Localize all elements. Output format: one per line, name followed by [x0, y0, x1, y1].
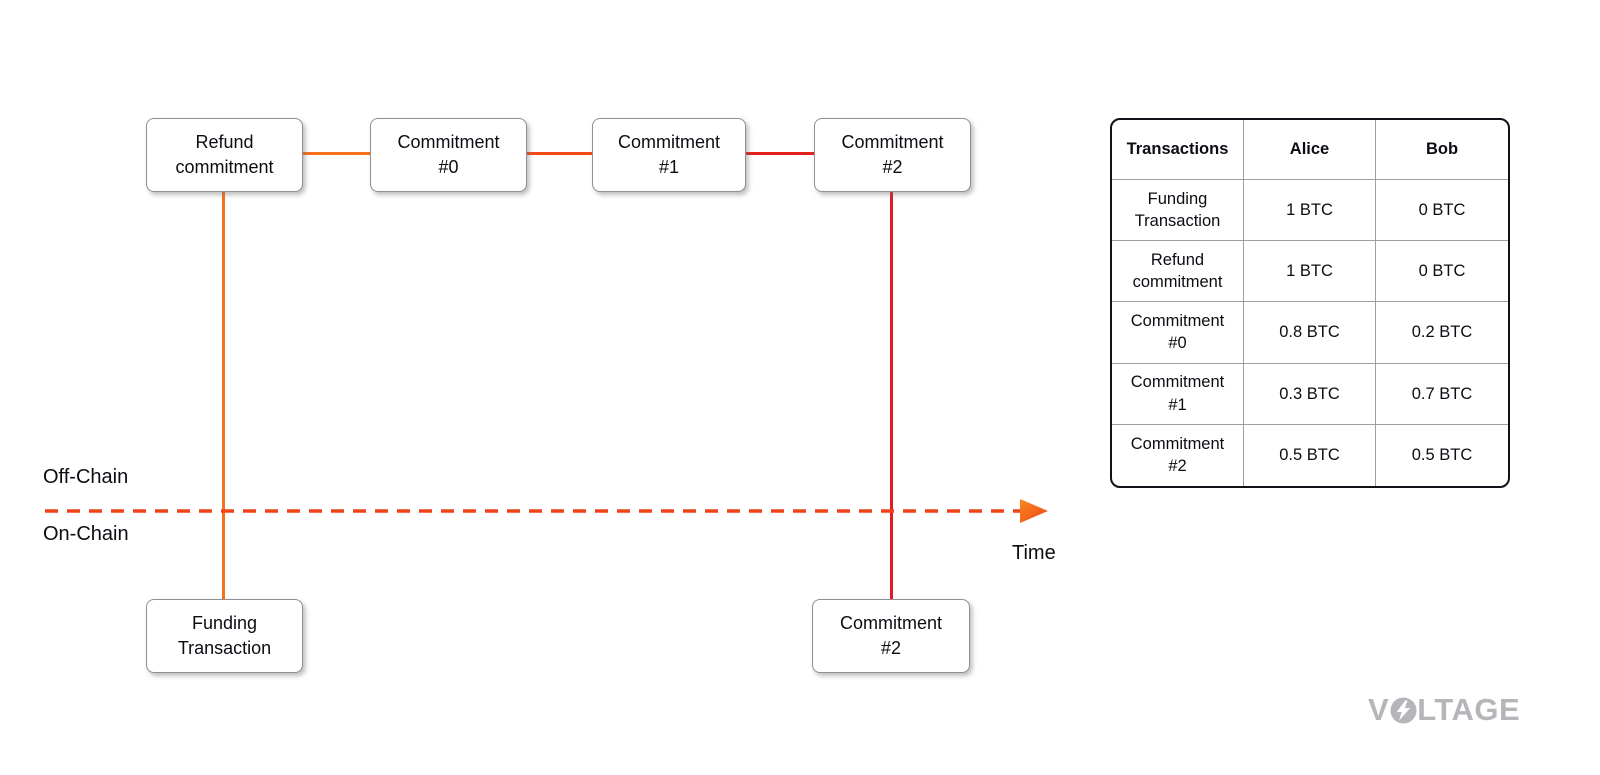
voltage-logo-text-ltage: LTAGE: [1417, 692, 1521, 727]
cell-transaction: Funding Transaction: [1112, 180, 1244, 242]
table-row: Commitment #1 0.3 BTC 0.7 BTC: [1112, 363, 1508, 425]
node-funding-transaction: Funding Transaction: [146, 599, 303, 673]
table-row: Commitment #2 0.5 BTC 0.5 BTC: [1112, 424, 1508, 486]
table-row: Commitment #0 0.8 BTC 0.2 BTC: [1112, 302, 1508, 364]
table-row: Funding Transaction 1 BTC 0 BTC: [1112, 180, 1508, 242]
balances-table: Transactions Alice Bob Funding Transacti…: [1110, 118, 1510, 488]
table-row: Refund commitment 1 BTC 0 BTC: [1112, 241, 1508, 303]
cell-bob: 0.2 BTC: [1376, 302, 1508, 364]
header-transactions: Transactions: [1112, 120, 1244, 180]
voltage-o-bolt-icon: [1390, 697, 1417, 723]
cell-bob: 0.7 BTC: [1376, 364, 1508, 425]
cell-alice: 1 BTC: [1244, 180, 1376, 242]
voltage-logo: V LTAGE: [1368, 692, 1520, 728]
cell-transaction: Commitment #0: [1112, 302, 1244, 364]
cell-alice: 0.3 BTC: [1244, 363, 1376, 425]
cell-transaction: Refund commitment: [1112, 241, 1244, 303]
cell-bob: 0 BTC: [1376, 180, 1508, 242]
connector-refund-to-funding: [222, 192, 225, 599]
node-commitment-1: Commitment #1: [592, 118, 746, 192]
connector-commitment2-to-onchain: [890, 192, 893, 599]
timeline-arrowhead-icon: [1020, 499, 1048, 523]
cell-transaction: Commitment #1: [1112, 363, 1244, 425]
connector-commitment0-to-commitment1: [527, 152, 592, 155]
on-chain-label: On-Chain: [43, 523, 129, 545]
header-alice: Alice: [1244, 120, 1376, 180]
cell-transaction: Commitment #2: [1112, 424, 1244, 486]
node-commitment-2-onchain: Commitment #2: [812, 599, 970, 673]
connector-refund-to-commitment0: [303, 152, 370, 155]
time-axis-label: Time: [1012, 542, 1056, 564]
node-refund-commitment: Refund commitment: [146, 118, 303, 192]
voltage-logo-text-v: V: [1368, 692, 1390, 727]
node-commitment-0: Commitment #0: [370, 118, 527, 192]
header-bob: Bob: [1376, 120, 1508, 180]
cell-bob: 0.5 BTC: [1411, 446, 1473, 465]
off-chain-label: Off-Chain: [43, 466, 129, 488]
cell-alice: 0.5 BTC: [1244, 424, 1376, 486]
cell-alice: 1 BTC: [1244, 241, 1376, 303]
connector-commitment1-to-commitment2: [746, 152, 814, 155]
table-header-row: Transactions Alice Bob: [1112, 120, 1508, 180]
node-commitment-2-offchain: Commitment #2: [814, 118, 971, 192]
cell-alice: 0.8 BTC: [1244, 302, 1376, 364]
cell-bob: 0 BTC: [1376, 241, 1508, 303]
